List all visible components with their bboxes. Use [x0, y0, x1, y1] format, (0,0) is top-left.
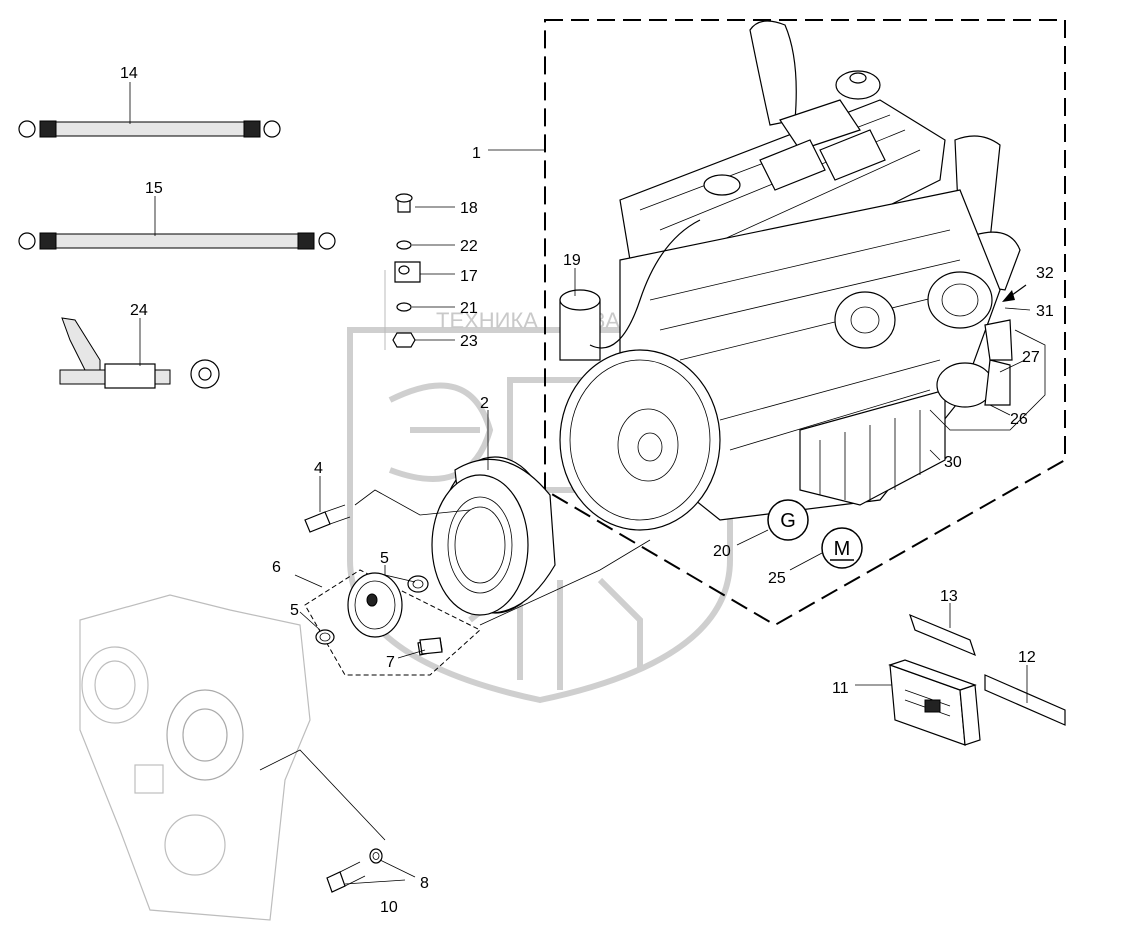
callout-7: 7 — [386, 654, 395, 671]
hardware-stack — [384, 193, 421, 350]
callout-24: 24 — [130, 302, 148, 319]
cable-15 — [18, 232, 336, 250]
engine-block — [559, 20, 1021, 531]
control-unit-11 — [888, 659, 981, 746]
bolt-4 — [304, 504, 351, 533]
callouts: 1 2 4 5 5 6 7 8 10 11 12 13 14 15 17 18 … — [120, 65, 1054, 916]
callout-2: 2 — [480, 395, 489, 412]
callout-14: 14 — [120, 65, 138, 82]
cable-14 — [18, 120, 281, 138]
callout-26: 26 — [1010, 411, 1028, 428]
callout-18: 18 — [460, 200, 478, 217]
callout-5-lower: 5 — [290, 602, 299, 619]
motor-symbol: M — [821, 527, 863, 569]
callout-22: 22 — [460, 238, 478, 255]
callout-10: 10 — [380, 899, 398, 916]
bolt-10 — [326, 861, 366, 893]
callout-17: 17 — [460, 268, 478, 285]
callout-6: 6 — [272, 559, 281, 576]
motor-letter: M — [834, 538, 851, 560]
callout-5-upper: 5 — [380, 550, 389, 567]
callout-31: 31 — [1036, 303, 1054, 320]
callout-20: 20 — [713, 543, 731, 560]
callout-15: 15 — [145, 180, 163, 197]
flywheel — [431, 456, 556, 616]
callout-11: 11 — [832, 680, 849, 697]
leader-lines — [129, 82, 1031, 885]
callout-30: 30 — [944, 454, 962, 471]
callout-13: 13 — [940, 588, 958, 605]
bracket-12 — [984, 674, 1066, 726]
callout-4: 4 — [314, 460, 323, 477]
callout-19: 19 — [563, 252, 581, 269]
callout-25: 25 — [768, 570, 786, 587]
callout-21: 21 — [460, 300, 478, 317]
relay-frame — [929, 329, 1046, 431]
callout-27: 27 — [1022, 349, 1040, 366]
timing-case — [79, 594, 311, 921]
callout-8: 8 — [420, 875, 429, 892]
callout-12: 12 — [1018, 649, 1036, 666]
engine-assembly-boundary — [544, 19, 1066, 627]
bracket-13 — [909, 613, 976, 657]
generator-letter: G — [780, 510, 796, 532]
callout-32: 32 — [1036, 265, 1054, 282]
callout-23: 23 — [460, 333, 478, 350]
bolt-7 — [419, 637, 443, 655]
callout-1: 1 — [472, 145, 481, 162]
washer-8 — [369, 848, 383, 864]
cable-24 — [59, 317, 220, 389]
generator-symbol: G — [767, 499, 809, 541]
watermark-left-word: ТЕХНИКА — [436, 308, 538, 333]
